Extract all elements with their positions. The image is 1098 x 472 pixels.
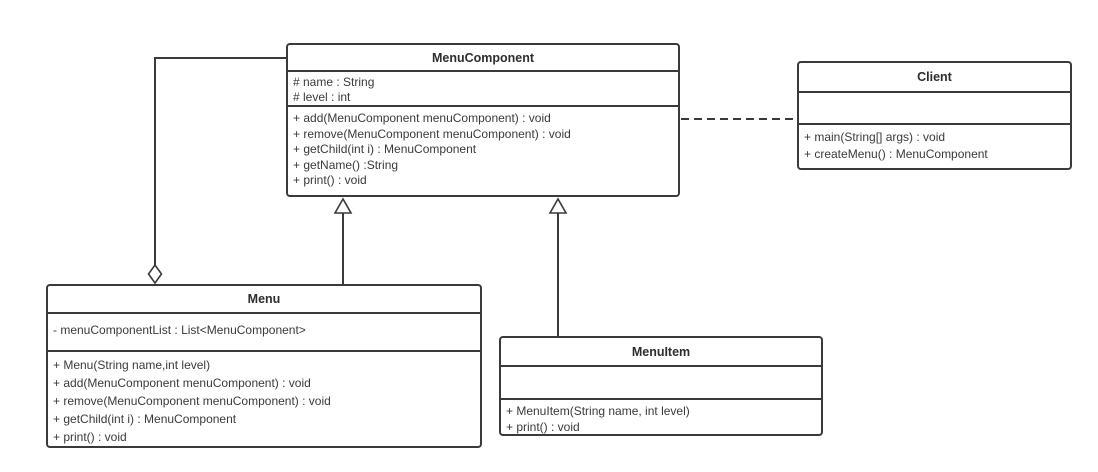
attribute-row: # level : int	[293, 90, 351, 104]
inheritance-edge-menu-menucomponent[interactable]	[333, 197, 353, 284]
method-row: + getChild(int i) : MenuComponent	[293, 142, 477, 156]
aggregation-diamond-icon	[147, 263, 163, 285]
method-row: + print() : void	[293, 173, 367, 187]
inheritance-triangle-icon	[333, 197, 353, 214]
method-row: + Menu(String name,int level)	[53, 358, 211, 372]
inheritance-edge-menuitem-menucomponent[interactable]	[548, 197, 568, 336]
method-row: + getName() :String	[293, 157, 399, 172]
class-menucomponent-attributes: # name : String# level : int	[288, 72, 678, 107]
method-row: + remove(MenuComponent menuComponent) : …	[293, 126, 571, 141]
inheritance-triangle-icon	[548, 197, 568, 214]
method-row: + createMenu() : MenuComponent	[804, 147, 988, 161]
method-row: + add(MenuComponent menuComponent) : voi…	[53, 376, 311, 390]
method-row: + MenuItem(String name, int level)	[506, 404, 690, 418]
method-row: + remove(MenuComponent menuComponent) : …	[53, 394, 331, 408]
class-menuitem-attributes	[501, 367, 821, 400]
class-menucomponent-title: MenuComponent	[288, 45, 678, 72]
class-client-title: Client	[799, 63, 1070, 93]
class-client-methods: + main(String[] args) : void + createMenu…	[799, 125, 1070, 168]
class-menuitem-title: MenuItem	[501, 338, 821, 367]
class-client[interactable]: Client + main(String[] args) : void + cre…	[797, 61, 1072, 170]
method-row: + getChild(int i) : MenuComponent	[53, 412, 237, 426]
class-menucomponent[interactable]: MenuComponent # name : String# level : i…	[286, 43, 680, 197]
method-row: + print() : void	[506, 420, 580, 434]
class-menuitem[interactable]: MenuItem + MenuItem(String name, int lev…	[499, 336, 823, 436]
class-menucomponent-methods: + add(MenuComponent menuComponent) : voi…	[288, 107, 678, 195]
method-row: + add(MenuComponent menuComponent) : voi…	[293, 111, 551, 125]
method-row: + print() : void	[53, 430, 127, 444]
class-menu-methods: + Menu(String name,int level) + add(MenuC…	[48, 352, 480, 446]
attribute-row: - menuComponentList : List<MenuComponent…	[53, 323, 306, 337]
class-menu-title: Menu	[48, 286, 480, 314]
class-menu-attributes: - menuComponentList : List<MenuComponent…	[48, 314, 480, 352]
aggregation-edge-menu-menucomponent[interactable]	[147, 57, 287, 285]
method-row: + main(String[] args) : void	[804, 130, 946, 144]
class-menu[interactable]: Menu - menuComponentList : List<MenuComp…	[46, 284, 482, 448]
class-client-attributes	[799, 93, 1070, 125]
attribute-row: # name : String	[293, 75, 375, 89]
class-menuitem-methods: + MenuItem(String name, int level) + prin…	[501, 400, 821, 434]
